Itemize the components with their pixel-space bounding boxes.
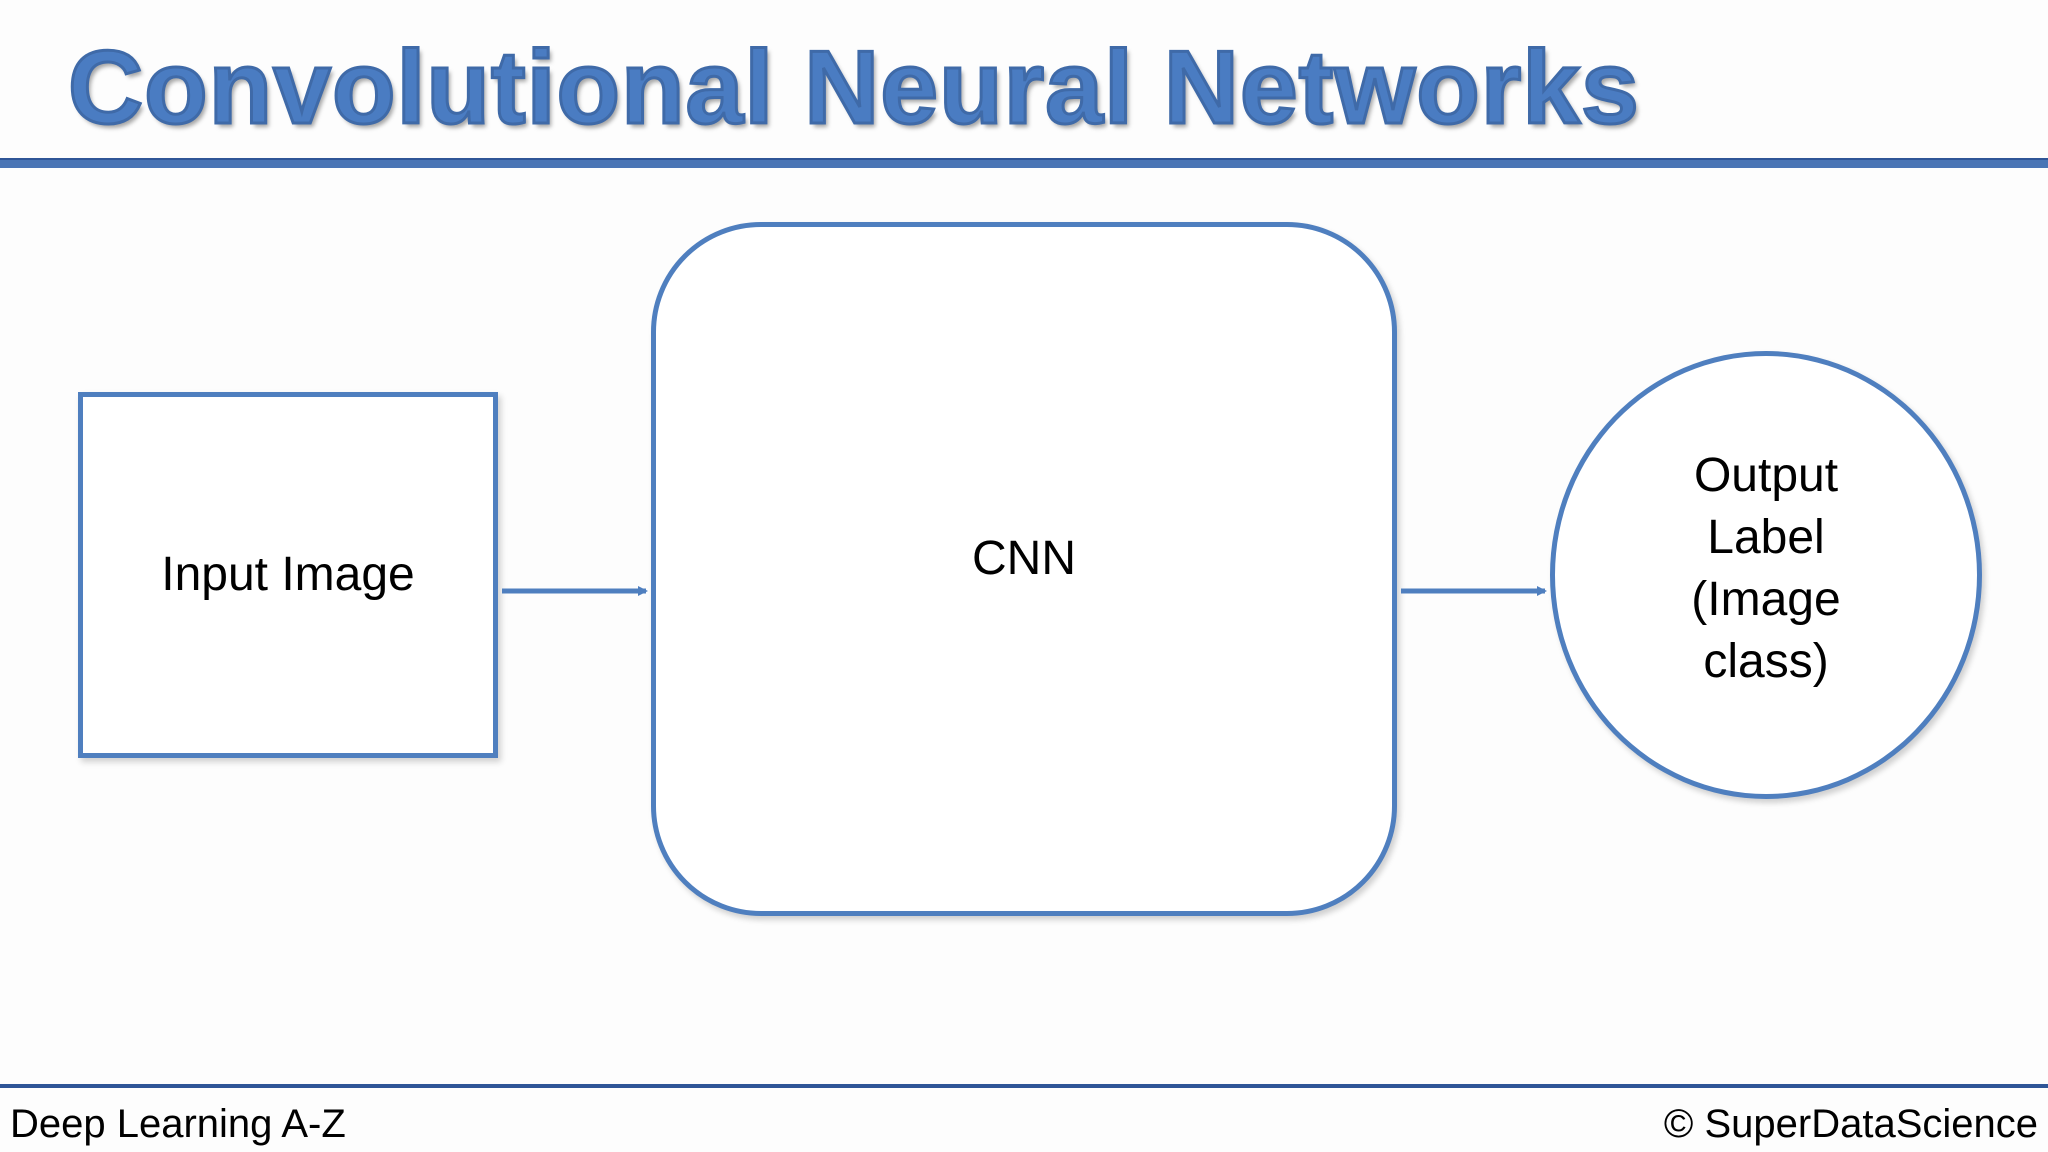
output-label-line: class): [1703, 635, 1829, 688]
output-label-line: Output: [1693, 449, 1839, 502]
footer-copyright: © SuperDataScience: [1663, 1102, 2038, 1146]
cnn-node: CNN: [651, 222, 1397, 916]
input-image-node: Input Image: [78, 392, 498, 758]
output-label-node: Output Label (Image class): [1550, 351, 1982, 799]
input-image-label: Input Image: [161, 548, 415, 601]
title-divider: [0, 158, 2048, 168]
output-label-text: Output Label (Image class): [1636, 445, 1896, 693]
output-label-line: Label: [1707, 511, 1825, 564]
footer-divider: [0, 1084, 2048, 1088]
slide-title: Convolutional Neural Networks: [67, 29, 1641, 148]
output-label-line: (Image: [1691, 573, 1841, 626]
footer-course-name: Deep Learning A-Z: [10, 1102, 346, 1146]
cnn-label: CNN: [972, 532, 1076, 585]
